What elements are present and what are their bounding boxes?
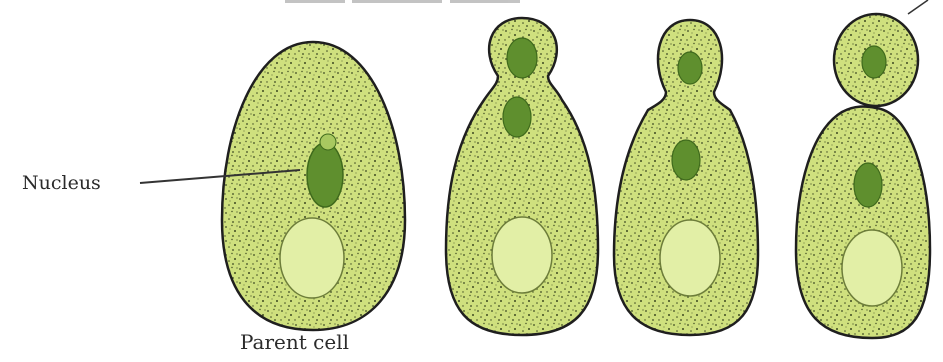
budding-cell-2-vacuole	[660, 220, 720, 296]
parent-cell	[222, 42, 405, 330]
bud-label-leader-line	[908, 0, 928, 14]
budding-cell-1-nucleus	[503, 97, 531, 137]
parent-cell-label: Parent cell	[240, 330, 349, 354]
budding-cell-1	[446, 18, 598, 335]
budding-cell-2	[614, 20, 758, 335]
bud-3-nucleus	[862, 46, 886, 78]
parent-vacuole	[280, 218, 344, 298]
budding-cell-1-vacuole	[492, 217, 552, 293]
nucleus-label: Nucleus	[22, 172, 101, 194]
parent-nucleus	[307, 143, 343, 207]
bud-2-nucleus	[678, 52, 702, 84]
budding-cell-2-nucleus	[672, 140, 700, 180]
budding-cell-3-vacuole	[842, 230, 902, 306]
bud-1-nucleus	[507, 38, 537, 78]
cropped-caption	[285, 0, 520, 3]
budding-cell-3-nucleus	[854, 163, 882, 207]
budding-cell-3	[796, 14, 930, 338]
parent-nucleolus	[320, 134, 336, 150]
